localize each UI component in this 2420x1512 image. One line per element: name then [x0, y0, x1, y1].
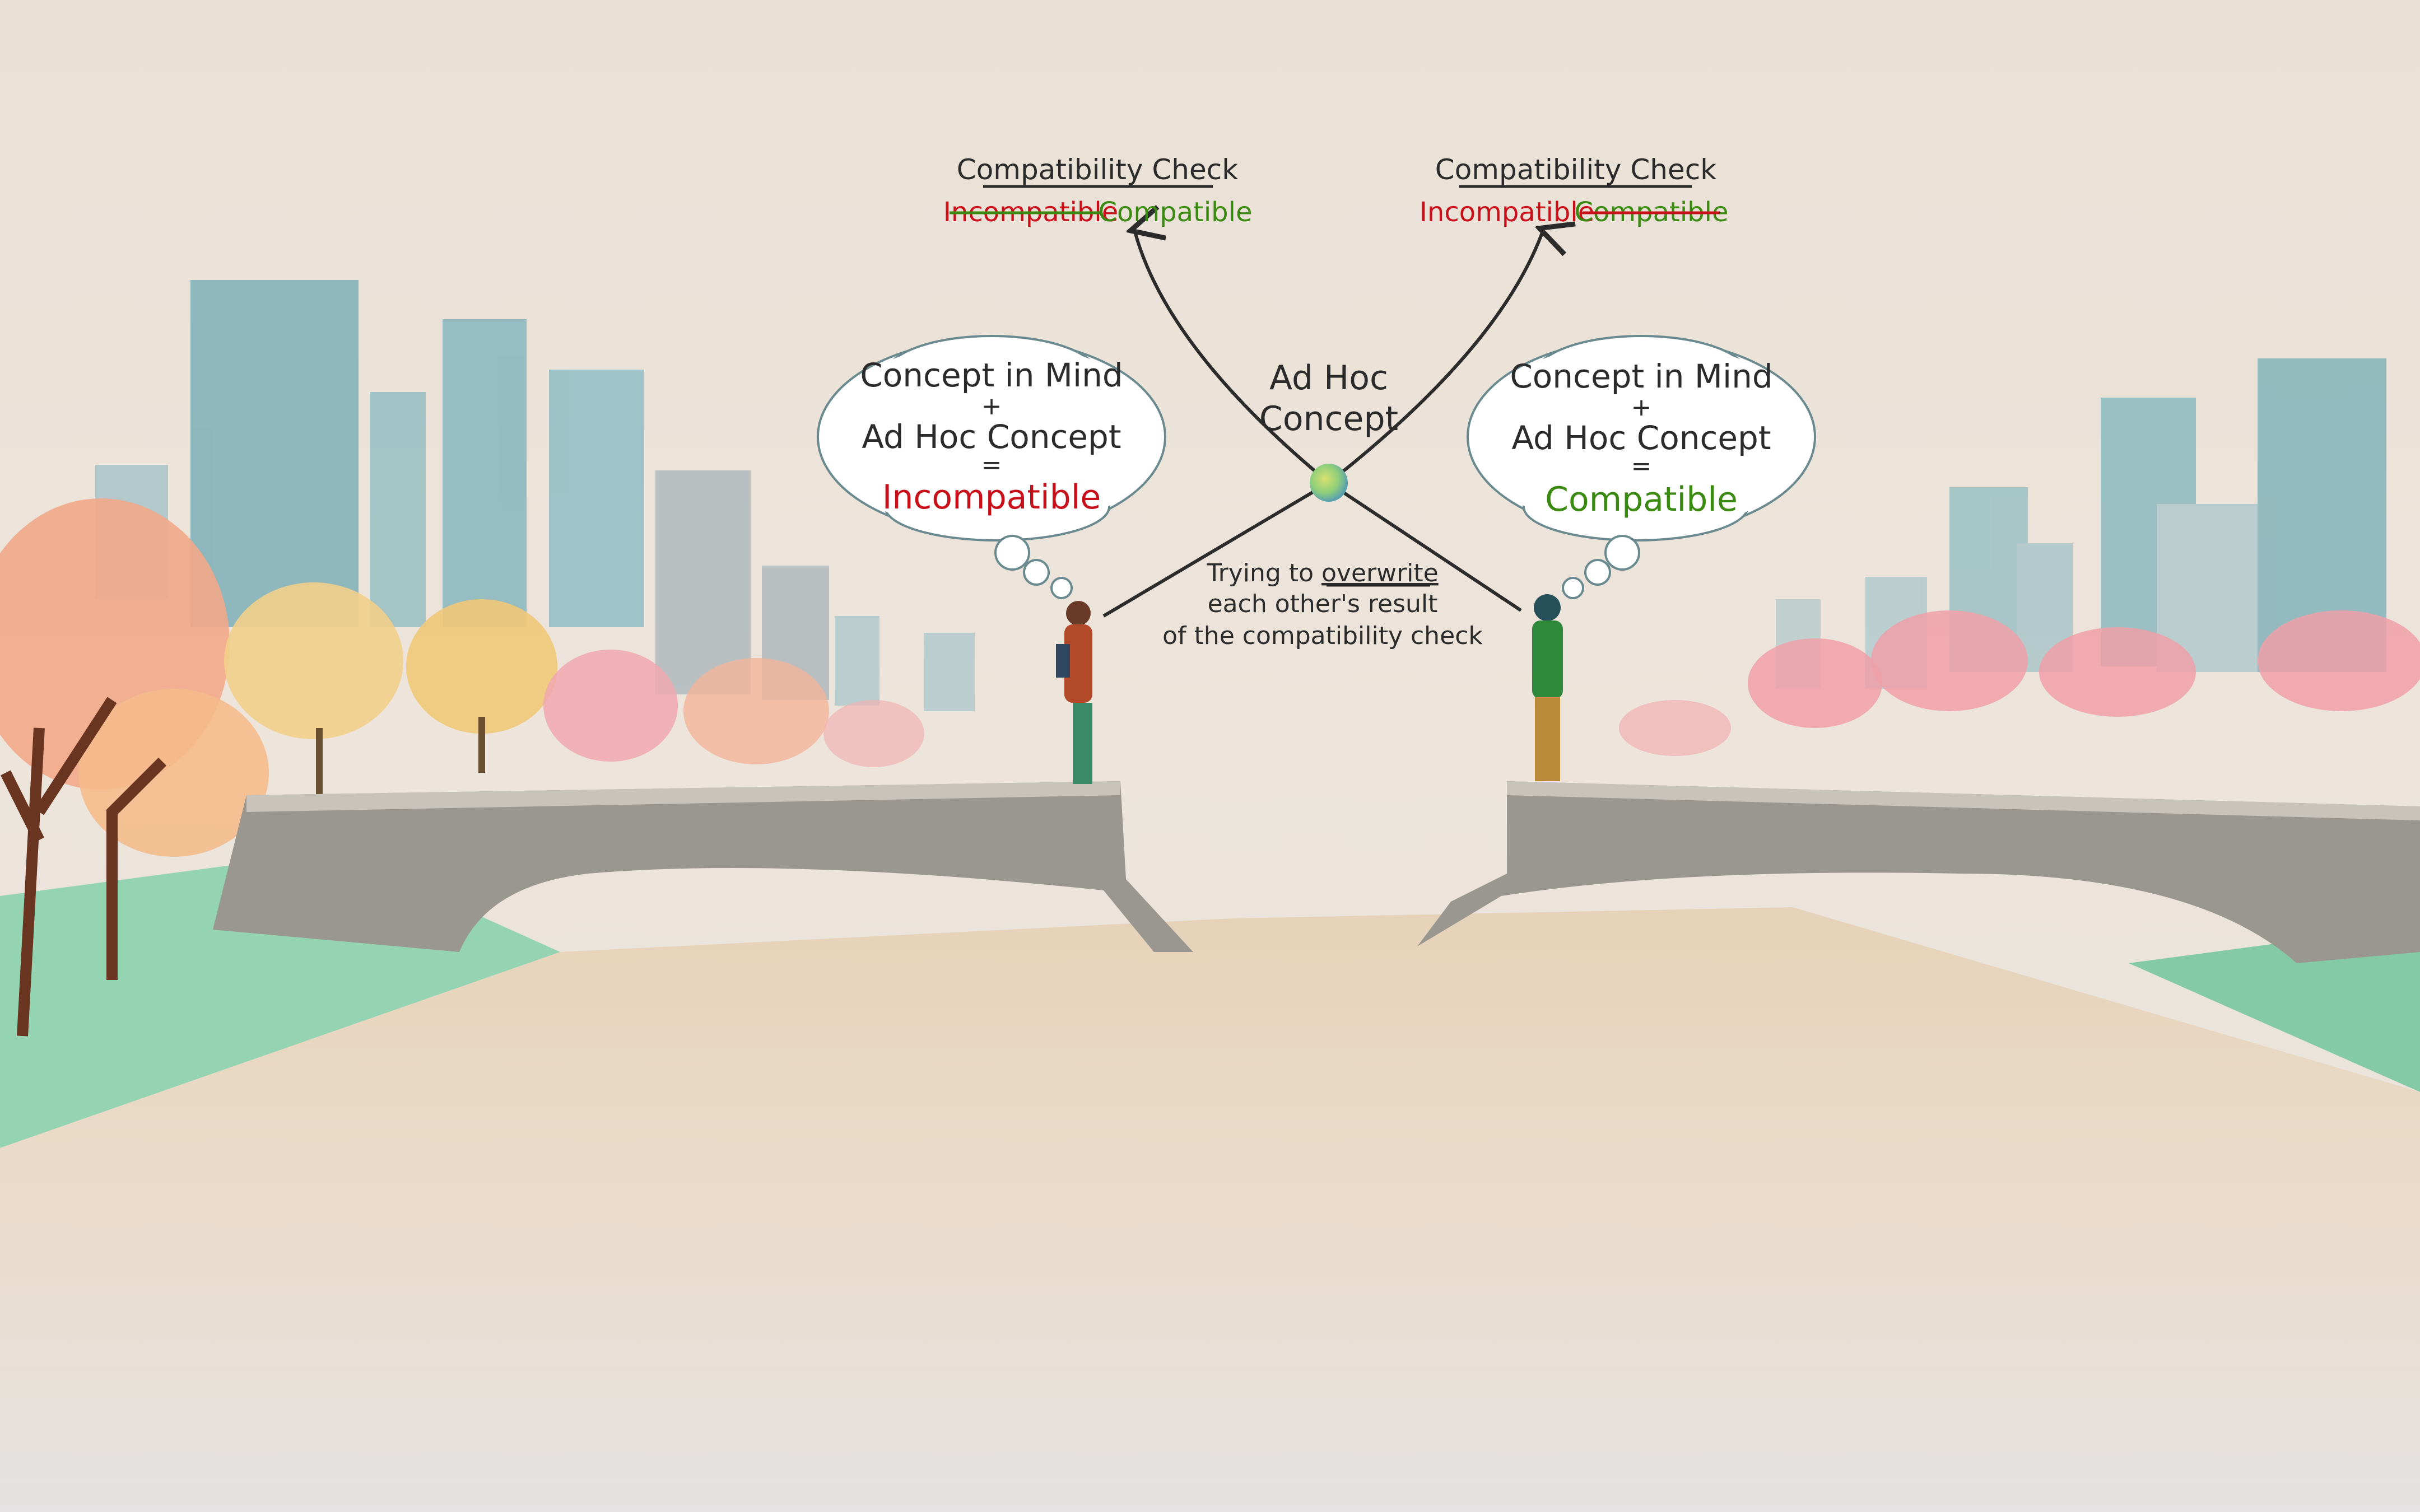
check-title: Compatibility Check [957, 153, 1238, 186]
thought-result: Incompatible [882, 478, 1101, 517]
center-line1: Ad Hoc [1269, 358, 1388, 398]
thought-line2: Ad Hoc Concept [1511, 419, 1771, 457]
arrow-to-right-check [1102, 230, 1543, 618]
thought-line1: Concept in Mind [1510, 357, 1772, 395]
arrow-to-left-check [1134, 230, 1522, 612]
caption-line2: each other's result [1208, 590, 1438, 618]
trees-right [1619, 610, 2420, 756]
overwrite-caption: Trying to overwrite each other's result … [1162, 559, 1483, 650]
woman-figure [1056, 601, 1092, 784]
caption-emphasis: overwrite [1321, 559, 1439, 587]
thought-plus: + [1631, 393, 1652, 422]
thought-plus: + [981, 392, 1002, 421]
left-compatibility-check: Compatibility Check Incompatible Compati… [943, 153, 1253, 228]
center-line2: Concept [1259, 399, 1398, 438]
river [0, 907, 2420, 1512]
ad-hoc-concept-ball [1310, 464, 1348, 502]
grass-right [2129, 941, 2420, 1092]
right-compatibility-check: Compatibility Check Incompatible Compati… [1420, 153, 1729, 228]
right-thought-cloud: Concept in Mind + Ad Hoc Concept = Compa… [1467, 335, 1816, 599]
caption-prefix: Trying to [1206, 559, 1321, 587]
thought-result: Compatible [1545, 480, 1738, 519]
thought-line2: Ad Hoc Concept [862, 418, 1121, 456]
city-skyline-left [95, 280, 975, 711]
check-result: Incompatible [1420, 197, 1594, 228]
check-result: Compatible [1098, 197, 1252, 228]
bridge-left [213, 781, 1193, 952]
bridge-right [1417, 781, 2420, 963]
check-title: Compatibility Check [1435, 153, 1716, 186]
man-figure [1532, 594, 1563, 781]
thought-equals: = [981, 451, 1002, 479]
left-thought-cloud: Concept in Mind + Ad Hoc Concept = Incom… [817, 335, 1166, 599]
trees-left [0, 498, 924, 1037]
caption-line1: Trying to overwrite [1206, 559, 1438, 587]
thought-equals: = [1631, 452, 1652, 480]
ad-hoc-concept-label: Ad Hoc Concept [1259, 358, 1398, 438]
thought-line1: Concept in Mind [860, 356, 1123, 394]
caption-line3: of the compatibility check [1162, 622, 1483, 650]
